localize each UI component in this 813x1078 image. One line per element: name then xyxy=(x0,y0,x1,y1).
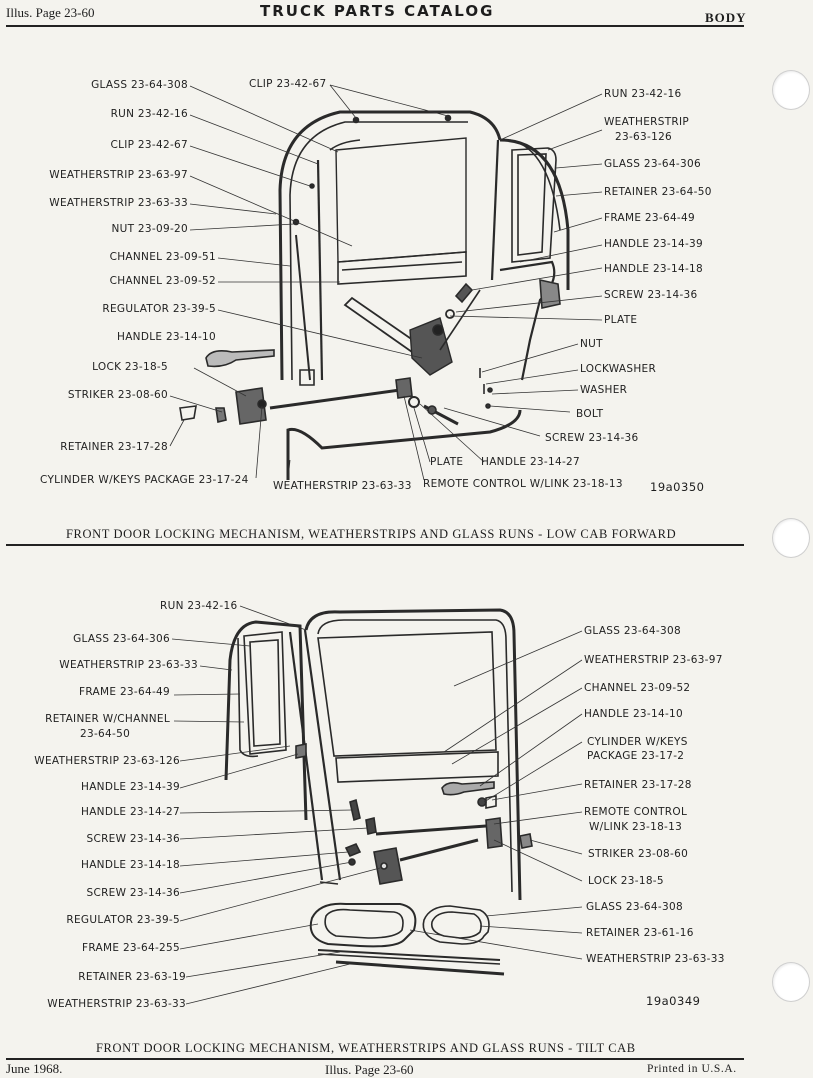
part-label: WASHER xyxy=(580,384,628,396)
binder-hole-bottom xyxy=(772,962,810,1002)
figure2-drawing xyxy=(171,605,583,1005)
figure1-caption: FRONT DOOR LOCKING MECHANISM, WEATHERSTR… xyxy=(66,527,677,541)
part-label: HANDLE 23-14-27 xyxy=(81,806,180,818)
part-label: RETAINER 23-63-19 xyxy=(78,971,186,983)
part-label: W/LINK 23-18-13 xyxy=(589,821,683,833)
part-label: HANDLE 23-14-39 xyxy=(81,781,180,793)
part-label: WEATHERSTRIP 23-63-33 xyxy=(59,659,198,671)
part-label: RETAINER 23-64-50 xyxy=(604,186,712,198)
part-label: CLIP 23-42-67 xyxy=(249,78,327,90)
part-label: HANDLE 23-14-27 xyxy=(481,456,580,468)
footer-illus-page: Illus. Page 23-60 xyxy=(325,1062,414,1077)
part-label: RETAINER 23-17-28 xyxy=(60,441,168,453)
part-label: FRAME 23-64-49 xyxy=(604,212,695,224)
part-label: HANDLE 23-14-10 xyxy=(584,708,683,720)
footer-date: June 1968. xyxy=(6,1061,63,1076)
part-label: HANDLE 23-14-18 xyxy=(604,263,703,275)
header-rule xyxy=(6,25,744,27)
part-label: WEATHERSTRIP 23-63-33 xyxy=(586,953,725,965)
part-label: WEATHERSTRIP 23-63-97 xyxy=(49,169,188,181)
part-label: RUN 23-42-16 xyxy=(160,600,238,612)
binder-hole-top xyxy=(772,70,810,110)
part-label: PACKAGE 23-17-2 xyxy=(587,750,685,762)
binder-hole-middle xyxy=(772,518,810,558)
part-label: NUT xyxy=(580,338,603,350)
header-illus-page: Illus. Page 23-60 xyxy=(6,5,95,20)
part-label: REGULATOR 23-39-5 xyxy=(66,914,180,926)
part-label: SCREW 23-14-36 xyxy=(604,289,698,301)
part-label: REGULATOR 23-39-5 xyxy=(102,303,216,315)
part-label: REMOTE CONTROL xyxy=(584,806,688,818)
part-label: FRAME 23-64-49 xyxy=(79,686,170,698)
part-label: CHANNEL 23-09-52 xyxy=(109,275,216,287)
part-label: 23-64-50 xyxy=(80,728,131,740)
part-label: RETAINER W/CHANNEL xyxy=(45,713,170,725)
footer-printed: Printed in U.S.A. xyxy=(647,1063,737,1075)
part-label: BOLT xyxy=(576,408,604,420)
figure2-id: 19a0349 xyxy=(646,994,701,1008)
part-label: GLASS 23-64-308 xyxy=(586,901,683,913)
part-label: GLASS 23-64-306 xyxy=(73,633,170,645)
part-label: GLASS 23-64-306 xyxy=(604,158,701,170)
part-label: REMOTE CONTROL W/LINK 23-18-13 xyxy=(423,478,623,490)
part-label: FRAME 23-64-255 xyxy=(82,942,180,954)
part-label: HANDLE 23-14-10 xyxy=(117,331,216,343)
part-label: WEATHERSTRIP 23-63-33 xyxy=(49,197,188,209)
part-label: SCREW 23-14-36 xyxy=(545,432,639,444)
part-label: LOCK 23-18-5 xyxy=(92,361,168,373)
part-label: PLATE xyxy=(604,314,638,326)
part-label: CLIP 23-42-67 xyxy=(110,139,188,151)
part-label: SCREW 23-14-36 xyxy=(86,887,180,899)
figure1-rule xyxy=(6,544,744,546)
part-label: CYLINDER W/KEYS xyxy=(587,736,688,748)
part-label: RUN 23-42-16 xyxy=(604,88,682,100)
part-label: LOCKWASHER xyxy=(580,363,657,375)
part-label: 23-63-126 xyxy=(615,131,673,143)
figure1-id: 19a0350 xyxy=(650,480,705,494)
part-label: WEATHERSTRIP xyxy=(604,116,690,128)
part-label: STRIKER 23-08-60 xyxy=(588,848,689,860)
part-label: HANDLE 23-14-39 xyxy=(604,238,703,250)
part-label: GLASS 23-64-308 xyxy=(584,625,681,637)
part-label: CYLINDER W/KEYS PACKAGE 23-17-24 xyxy=(40,474,249,486)
part-label: STRIKER 23-08-60 xyxy=(67,389,168,401)
part-label: HANDLE 23-14-18 xyxy=(81,859,180,871)
part-label: SCREW 23-14-36 xyxy=(86,833,180,845)
part-label: CHANNEL 23-09-52 xyxy=(584,682,691,694)
part-label: WEATHERSTRIP 23-63-97 xyxy=(584,654,723,666)
part-label: LOCK 23-18-5 xyxy=(588,875,664,887)
part-label: RETAINER 23-17-28 xyxy=(584,779,692,791)
footer-rule xyxy=(6,1058,744,1060)
part-label: GLASS 23-64-308 xyxy=(91,79,188,91)
part-label: WEATHERSTRIP 23-63-126 xyxy=(34,755,180,767)
header-section: BODY xyxy=(705,10,747,25)
part-label: CHANNEL 23-09-51 xyxy=(109,251,216,263)
part-label: WEATHERSTRIP 23-63-33 xyxy=(47,998,186,1010)
figure2-caption: FRONT DOOR LOCKING MECHANISM, WEATHERSTR… xyxy=(96,1041,636,1055)
part-label: NUT 23-09-20 xyxy=(111,223,188,235)
part-label: RETAINER 23-61-16 xyxy=(586,927,694,939)
figure1-drawing xyxy=(169,84,603,481)
page-title: TRUCK PARTS CATALOG xyxy=(260,2,495,20)
part-label: PLATE xyxy=(430,456,464,468)
part-label: RUN 23-42-16 xyxy=(110,108,188,120)
part-label: WEATHERSTRIP 23-63-33 xyxy=(273,480,412,492)
